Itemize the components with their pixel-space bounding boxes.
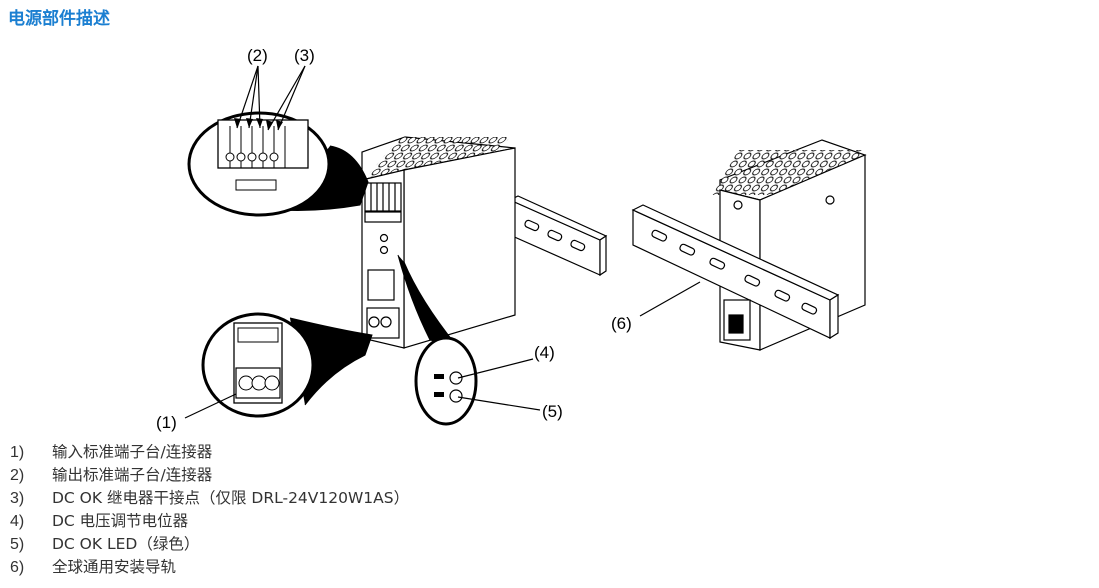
power-supply-front [361,136,516,349]
leader-lines [184,65,701,419]
callout-6: (6) [611,314,632,333]
callout-1: (1) [156,413,177,432]
magnifier-bottom [201,312,373,418]
callout-5: (5) [542,402,563,421]
power-supply-rear [631,139,867,351]
component-legend: 1)输入标准端子台/连接器 2)输出标准端子台/连接器 3)DC OK 继电器干… [10,441,409,579]
din-rail-left [508,195,608,277]
power-supply-diagram: (2) (3) (1) (4) (5) (6) [156,46,867,432]
callout-3: (3) [294,46,315,65]
callout-2: (2) [247,46,268,65]
legend-item: 4)DC 电压调节电位器 [10,512,189,530]
callout-4: (4) [534,343,555,362]
legend-item: 5)DC OK LED（绿色） [10,535,200,553]
legend-item: 1)输入标准端子台/连接器 [10,443,213,461]
arrowheads [234,118,283,130]
legend-item: 2)输出标准端子台/连接器 [10,466,213,484]
magnifier-led [397,254,478,426]
magnifier-top [187,111,369,217]
legend-item: 3)DC OK 继电器干接点（仅限 DRL-24V120W1AS） [10,489,410,507]
section-title: 电源部件描述 [8,9,110,29]
legend-item: 6)全球通用安装导轨 [10,558,177,576]
